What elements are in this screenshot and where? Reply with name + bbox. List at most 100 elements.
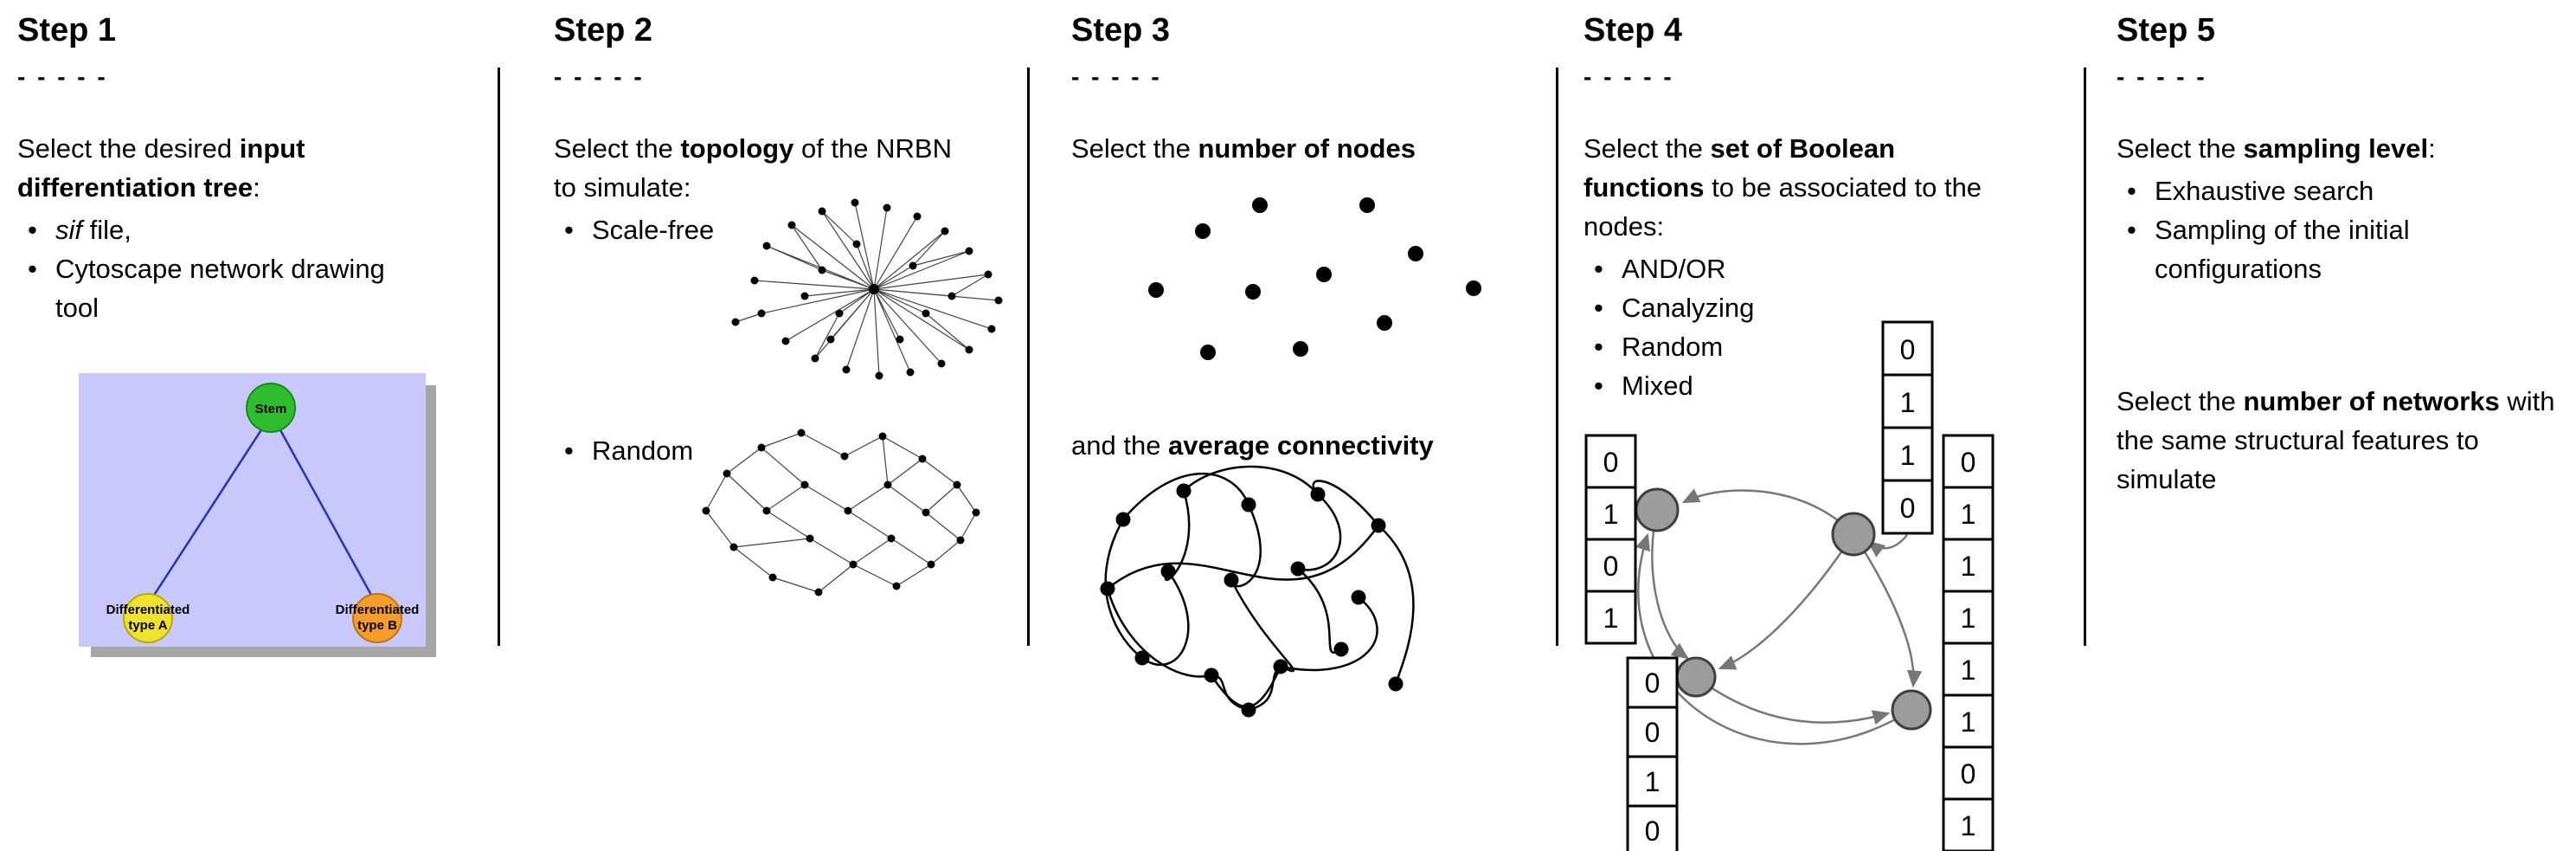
table-cell: 0: [1900, 334, 1916, 365]
curved-edges: [1104, 465, 1415, 712]
type-a-node: [123, 593, 173, 643]
step-5-title: Step 5: [2117, 12, 2216, 48]
step-3-title: Step 3: [1071, 12, 1171, 48]
step-5-intro: Select the sampling level:: [2117, 129, 2558, 168]
dashed-separator: - - - - -: [2117, 63, 2207, 90]
column-divider: [2084, 68, 2086, 646]
text-segment: of the NRBN to simulate:: [554, 133, 952, 203]
text-segment: :: [2428, 133, 2436, 164]
stem-label: Stem: [255, 402, 287, 416]
dot-nodes: [1100, 483, 1404, 718]
text-segment: Select the: [2117, 133, 2244, 164]
step-2-column: Step 2 - - - - - Select the topology of …: [554, 0, 1003, 851]
text-segment-bold: number of networks: [2243, 386, 2500, 416]
text-segment: Random: [592, 435, 694, 466]
network-node: [1635, 487, 1680, 532]
type-b-label-line1: Differentiated: [336, 603, 420, 617]
table-cell: 0: [1645, 717, 1661, 748]
table-cell: 0: [1603, 551, 1619, 582]
step-5-column: Step 5 - - - - - Select the sampling lev…: [2117, 0, 2558, 851]
table-cell: 1: [1961, 706, 1976, 738]
step-5-bullets: Exhaustive search Sampling of the initia…: [2117, 171, 2558, 288]
bullet-item: Exhaustive search: [2117, 171, 2558, 210]
table-cell: 1: [1961, 603, 1976, 634]
step-4-intro: Select the set of Boolean functions to b…: [1584, 129, 1990, 246]
dashed-separator: - - - - -: [554, 63, 645, 90]
table-cell: 1: [1645, 766, 1661, 797]
type-a-label-line1: Differentiated: [106, 603, 190, 617]
dashed-separator: - - - - -: [1071, 63, 1162, 90]
truth-table-right: 0 1 1 1 1 1 0 1: [1942, 434, 1995, 851]
table-cell: 1: [1961, 810, 1976, 841]
truth-table-left: 0 1 0 1: [1584, 434, 1637, 645]
text-segment: and the: [1071, 430, 1169, 461]
network-nodes: [731, 198, 1003, 380]
text-segment: Sampling of the initial configurations: [2155, 215, 2410, 284]
column-divider: [1027, 68, 1030, 646]
bullet-item: Cytoscape network drawing tool: [17, 249, 389, 327]
step-1-bullets: sif file, Cytoscape network drawing tool: [17, 210, 389, 327]
bullet-item: Sampling of the initial configurations: [2117, 210, 2558, 288]
table-cell: 1: [1961, 654, 1976, 686]
text-segment: Canalyzing: [1622, 293, 1755, 323]
text-segment-bold: average connectivity: [1168, 430, 1434, 461]
boolean-functions-network-image: 0 1 0 1 0 1 1 0 0 0 1 0: [1584, 320, 1995, 851]
text-segment: Select the desired: [17, 133, 240, 164]
stem-node: [246, 383, 296, 433]
step-4-title: Step 4: [1584, 12, 1683, 48]
text-segment: Select the: [1071, 133, 1198, 164]
text-segment: with the same structural features to sim…: [2117, 386, 2555, 494]
table-cell: 0: [1961, 447, 1976, 478]
step-2-intro: Select the topology of the NRBN to simul…: [554, 129, 960, 207]
bullet-item: Random: [554, 431, 960, 470]
bullet-item: Canalyzing: [1584, 288, 2059, 327]
table-cell: 0: [1900, 493, 1916, 524]
step-1-intro: Select the desired input differentiation…: [17, 129, 389, 207]
text-segment: file,: [82, 215, 132, 245]
network-edges: [705, 432, 977, 593]
bullet-item: AND/OR: [1584, 249, 2059, 288]
text-segment: AND/OR: [1622, 254, 1726, 284]
truth-table-top: 0 1 1 0: [1881, 320, 1934, 535]
step-5-second-paragraph: Select the number of networks with the s…: [2117, 382, 2558, 499]
step-4-column: Step 4 - - - - - Select the set of Boole…: [1584, 0, 2059, 851]
step-4-bullets: AND/OR Canalyzing Random Mixed: [1584, 249, 2059, 405]
table-cell: 0: [1645, 816, 1661, 847]
network-node: [1891, 689, 1932, 731]
table-cell: 0: [1603, 447, 1619, 478]
text-segment: Cytoscape network drawing tool: [55, 254, 385, 323]
table-cell: 1: [1961, 499, 1976, 530]
text-segment: to be associated to the nodes:: [1584, 172, 1982, 242]
table-cell: 1: [1603, 499, 1619, 530]
scale-free-network-image: [731, 198, 1003, 380]
text-segment-bold: topology: [680, 133, 794, 164]
differentiation-tree-image: Stem Differentiated type A Differentiate…: [79, 373, 436, 657]
network-node: [1675, 656, 1717, 698]
text-segment: Select the: [1584, 133, 1711, 164]
nodes-dots-image: [1148, 197, 1481, 360]
truth-table-bottom: 0 0 1 0: [1626, 656, 1679, 851]
dot-nodes: [1148, 197, 1481, 360]
tree-edges: [151, 428, 374, 597]
text-segment: Mixed: [1622, 371, 1693, 401]
bullet-item: Mixed: [1584, 366, 2059, 405]
bullet-item: sif file,: [17, 210, 389, 249]
table-cell: 1: [1961, 551, 1976, 582]
step-1-title: Step 1: [17, 12, 117, 48]
connectivity-tangle-image: [1100, 465, 1415, 718]
text-segment: Exhaustive search: [2155, 176, 2374, 206]
step-2-bullets: Scale-free Random: [554, 210, 960, 470]
type-b-label-line2: type B: [357, 618, 397, 633]
table-cell: 1: [1603, 603, 1619, 634]
step-3-column: Step 3 - - - - - Select the number of no…: [1071, 0, 1543, 851]
table-cell: 1: [1900, 440, 1916, 471]
bullet-item: Scale-free: [554, 210, 960, 249]
table-cell: 1: [1900, 387, 1916, 418]
text-segment: Scale-free: [592, 215, 715, 245]
step-3-line2: and the average connectivity: [1071, 426, 1543, 465]
dashed-separator: - - - - -: [17, 63, 108, 90]
text-segment-bold: sampling level: [2243, 133, 2429, 164]
network-edges: [735, 202, 999, 377]
text-segment: Select the: [2117, 386, 2244, 416]
text-segment: :: [253, 172, 260, 203]
